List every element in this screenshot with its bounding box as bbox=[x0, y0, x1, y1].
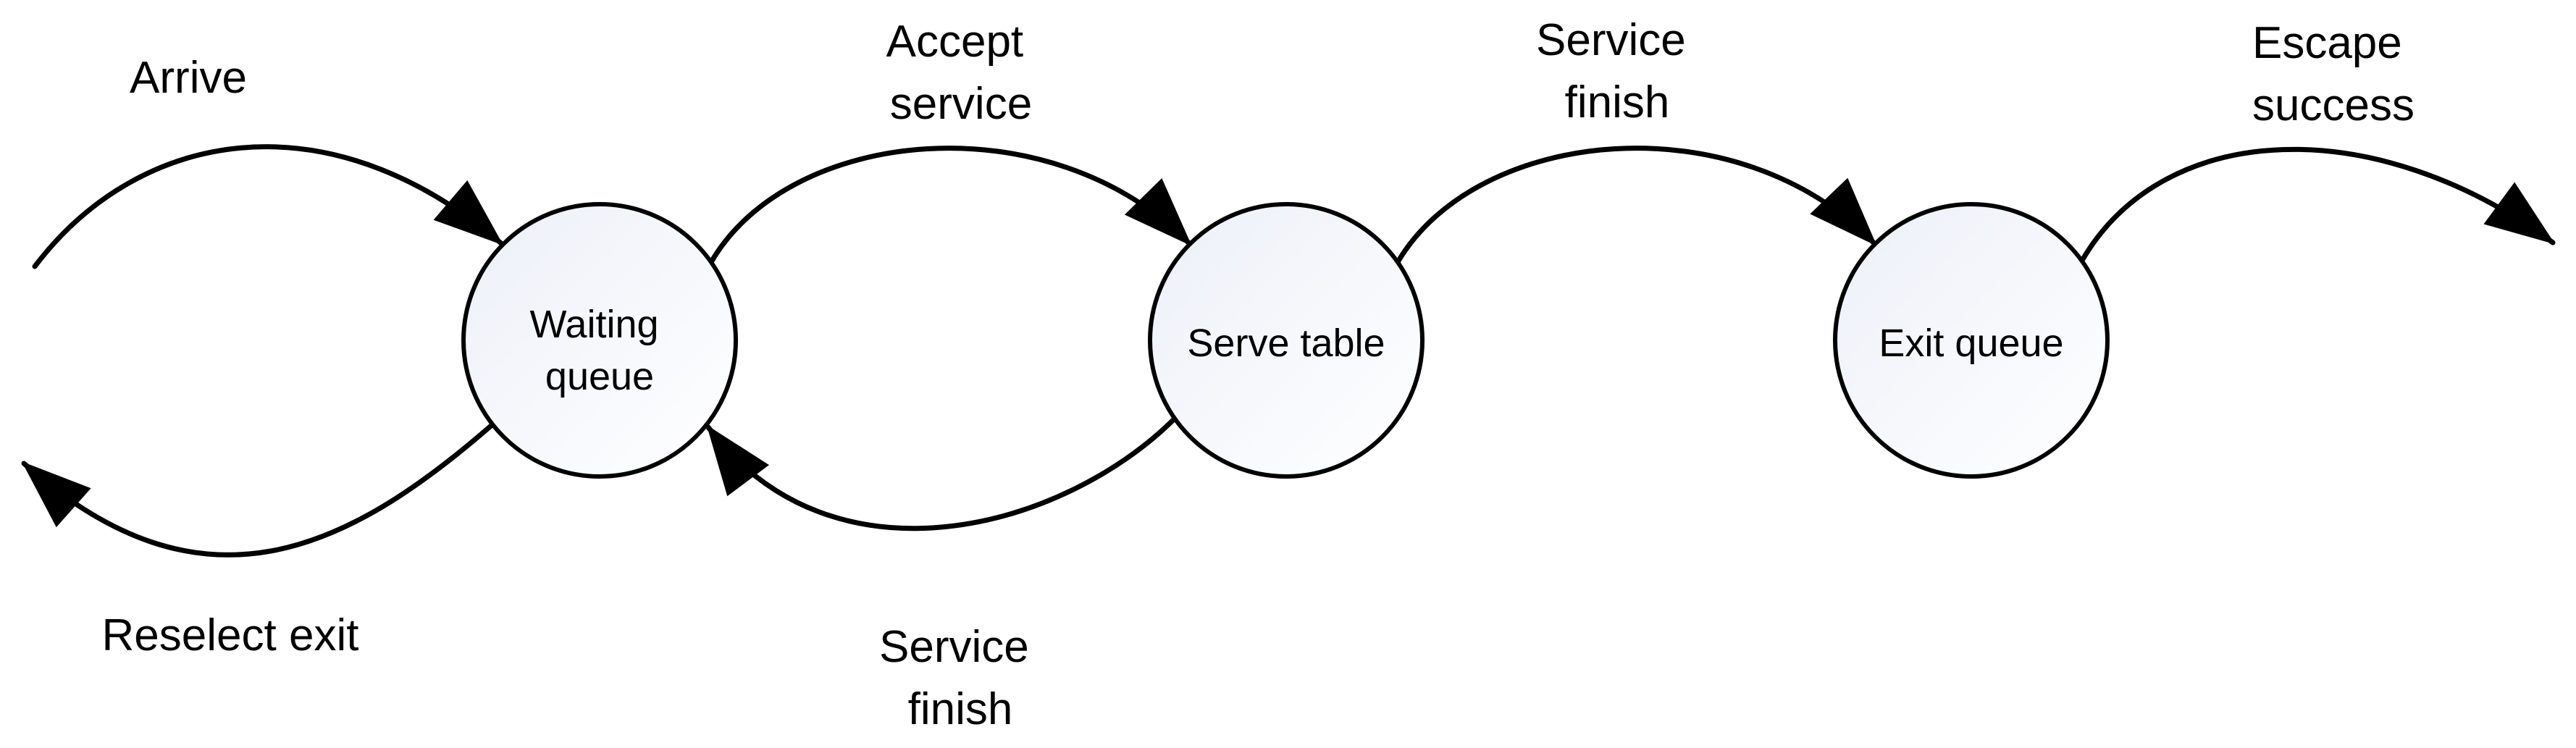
node-waiting-queue-circle bbox=[461, 202, 738, 479]
edge-arrive-path bbox=[32, 144, 504, 269]
edge-arrive-label: Arrive bbox=[130, 53, 247, 103]
node-serve-table-circle bbox=[1148, 202, 1425, 479]
edge-escape-success-label-line1: Escape bbox=[2252, 18, 2402, 68]
node-waiting-queue-label-line1: Waiting bbox=[529, 303, 658, 346]
node-serve-table-label: Serve table bbox=[1187, 322, 1385, 365]
edge-escape-success-path bbox=[2080, 146, 2556, 262]
edge-reselect-exit-label: Reselect exit bbox=[102, 610, 359, 660]
edge-accept-service-path bbox=[708, 146, 1193, 265]
edge-escape-success-label-line2: success bbox=[2252, 80, 2415, 130]
edge-accept-service-label: Accept service bbox=[886, 17, 1036, 129]
edge-service-finish-label-line1: Service bbox=[1536, 15, 1686, 65]
node-exit-queue-circle bbox=[1833, 202, 2110, 479]
edge-reselect-exit-path bbox=[21, 423, 494, 558]
node-waiting-queue-label-line2: queue bbox=[545, 355, 654, 398]
edge-accept-service-label-line1: Accept bbox=[886, 17, 1024, 67]
edge-service-finish-label: Service finish bbox=[1536, 15, 1698, 127]
edge-service-finish-path bbox=[1395, 146, 1878, 265]
edge-service-finish-return-label: Service finish bbox=[879, 622, 1041, 734]
edge-service-finish-return-label-line1: Service bbox=[879, 622, 1029, 672]
edge-escape-success-label: Escape success bbox=[2252, 18, 2415, 130]
edge-service-finish-label-line2: finish bbox=[1565, 77, 1670, 127]
node-exit-queue-label: Exit queue bbox=[1879, 322, 2063, 365]
edge-accept-service-label-line2: service bbox=[890, 79, 1032, 129]
edge-service-finish-return-label-line2: finish bbox=[908, 684, 1013, 734]
edge-service-finish-return-path bbox=[705, 416, 1178, 531]
node-waiting-queue-label: Waiting queue bbox=[529, 303, 669, 398]
